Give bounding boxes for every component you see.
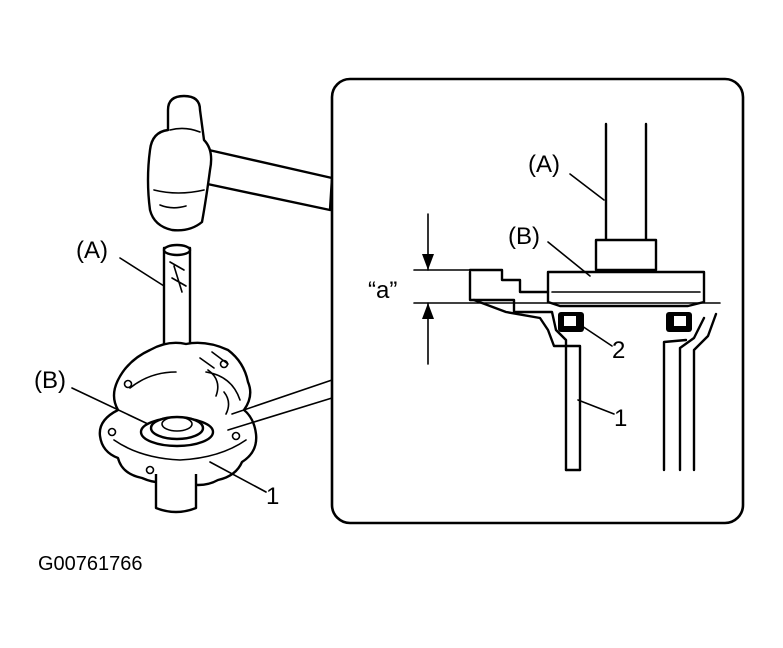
label-dimension-a: “a”	[368, 277, 397, 304]
attachment-b	[139, 415, 215, 448]
callout-line-upper	[231, 379, 333, 415]
leader-1-left	[209, 461, 267, 493]
leader-a-left	[119, 257, 165, 287]
figure-code: G00761766	[38, 553, 143, 575]
leader-2-detail	[581, 325, 613, 347]
leader-a-detail	[569, 173, 605, 201]
housing-1	[98, 341, 258, 514]
label-a-detail: (A)	[528, 151, 560, 178]
label-b-detail: (B)	[508, 223, 540, 250]
label-a-left: (A)	[76, 237, 108, 264]
leader-1-detail	[577, 399, 615, 415]
label-2-detail: 2	[612, 337, 625, 364]
detail-attachment-b	[546, 270, 706, 308]
detail-shaft-a	[594, 122, 658, 272]
hammer-illustration	[146, 94, 334, 232]
callout-line-lower	[227, 397, 333, 431]
dimension-a	[413, 213, 721, 365]
label-1-detail: 1	[614, 405, 627, 432]
detail-view-frame	[330, 77, 745, 525]
label-1-left: 1	[266, 483, 279, 510]
leader-b-detail	[547, 241, 591, 277]
oil-seal-2	[558, 312, 692, 332]
leader-b-left	[71, 387, 149, 425]
label-b-left: (B)	[34, 367, 66, 394]
